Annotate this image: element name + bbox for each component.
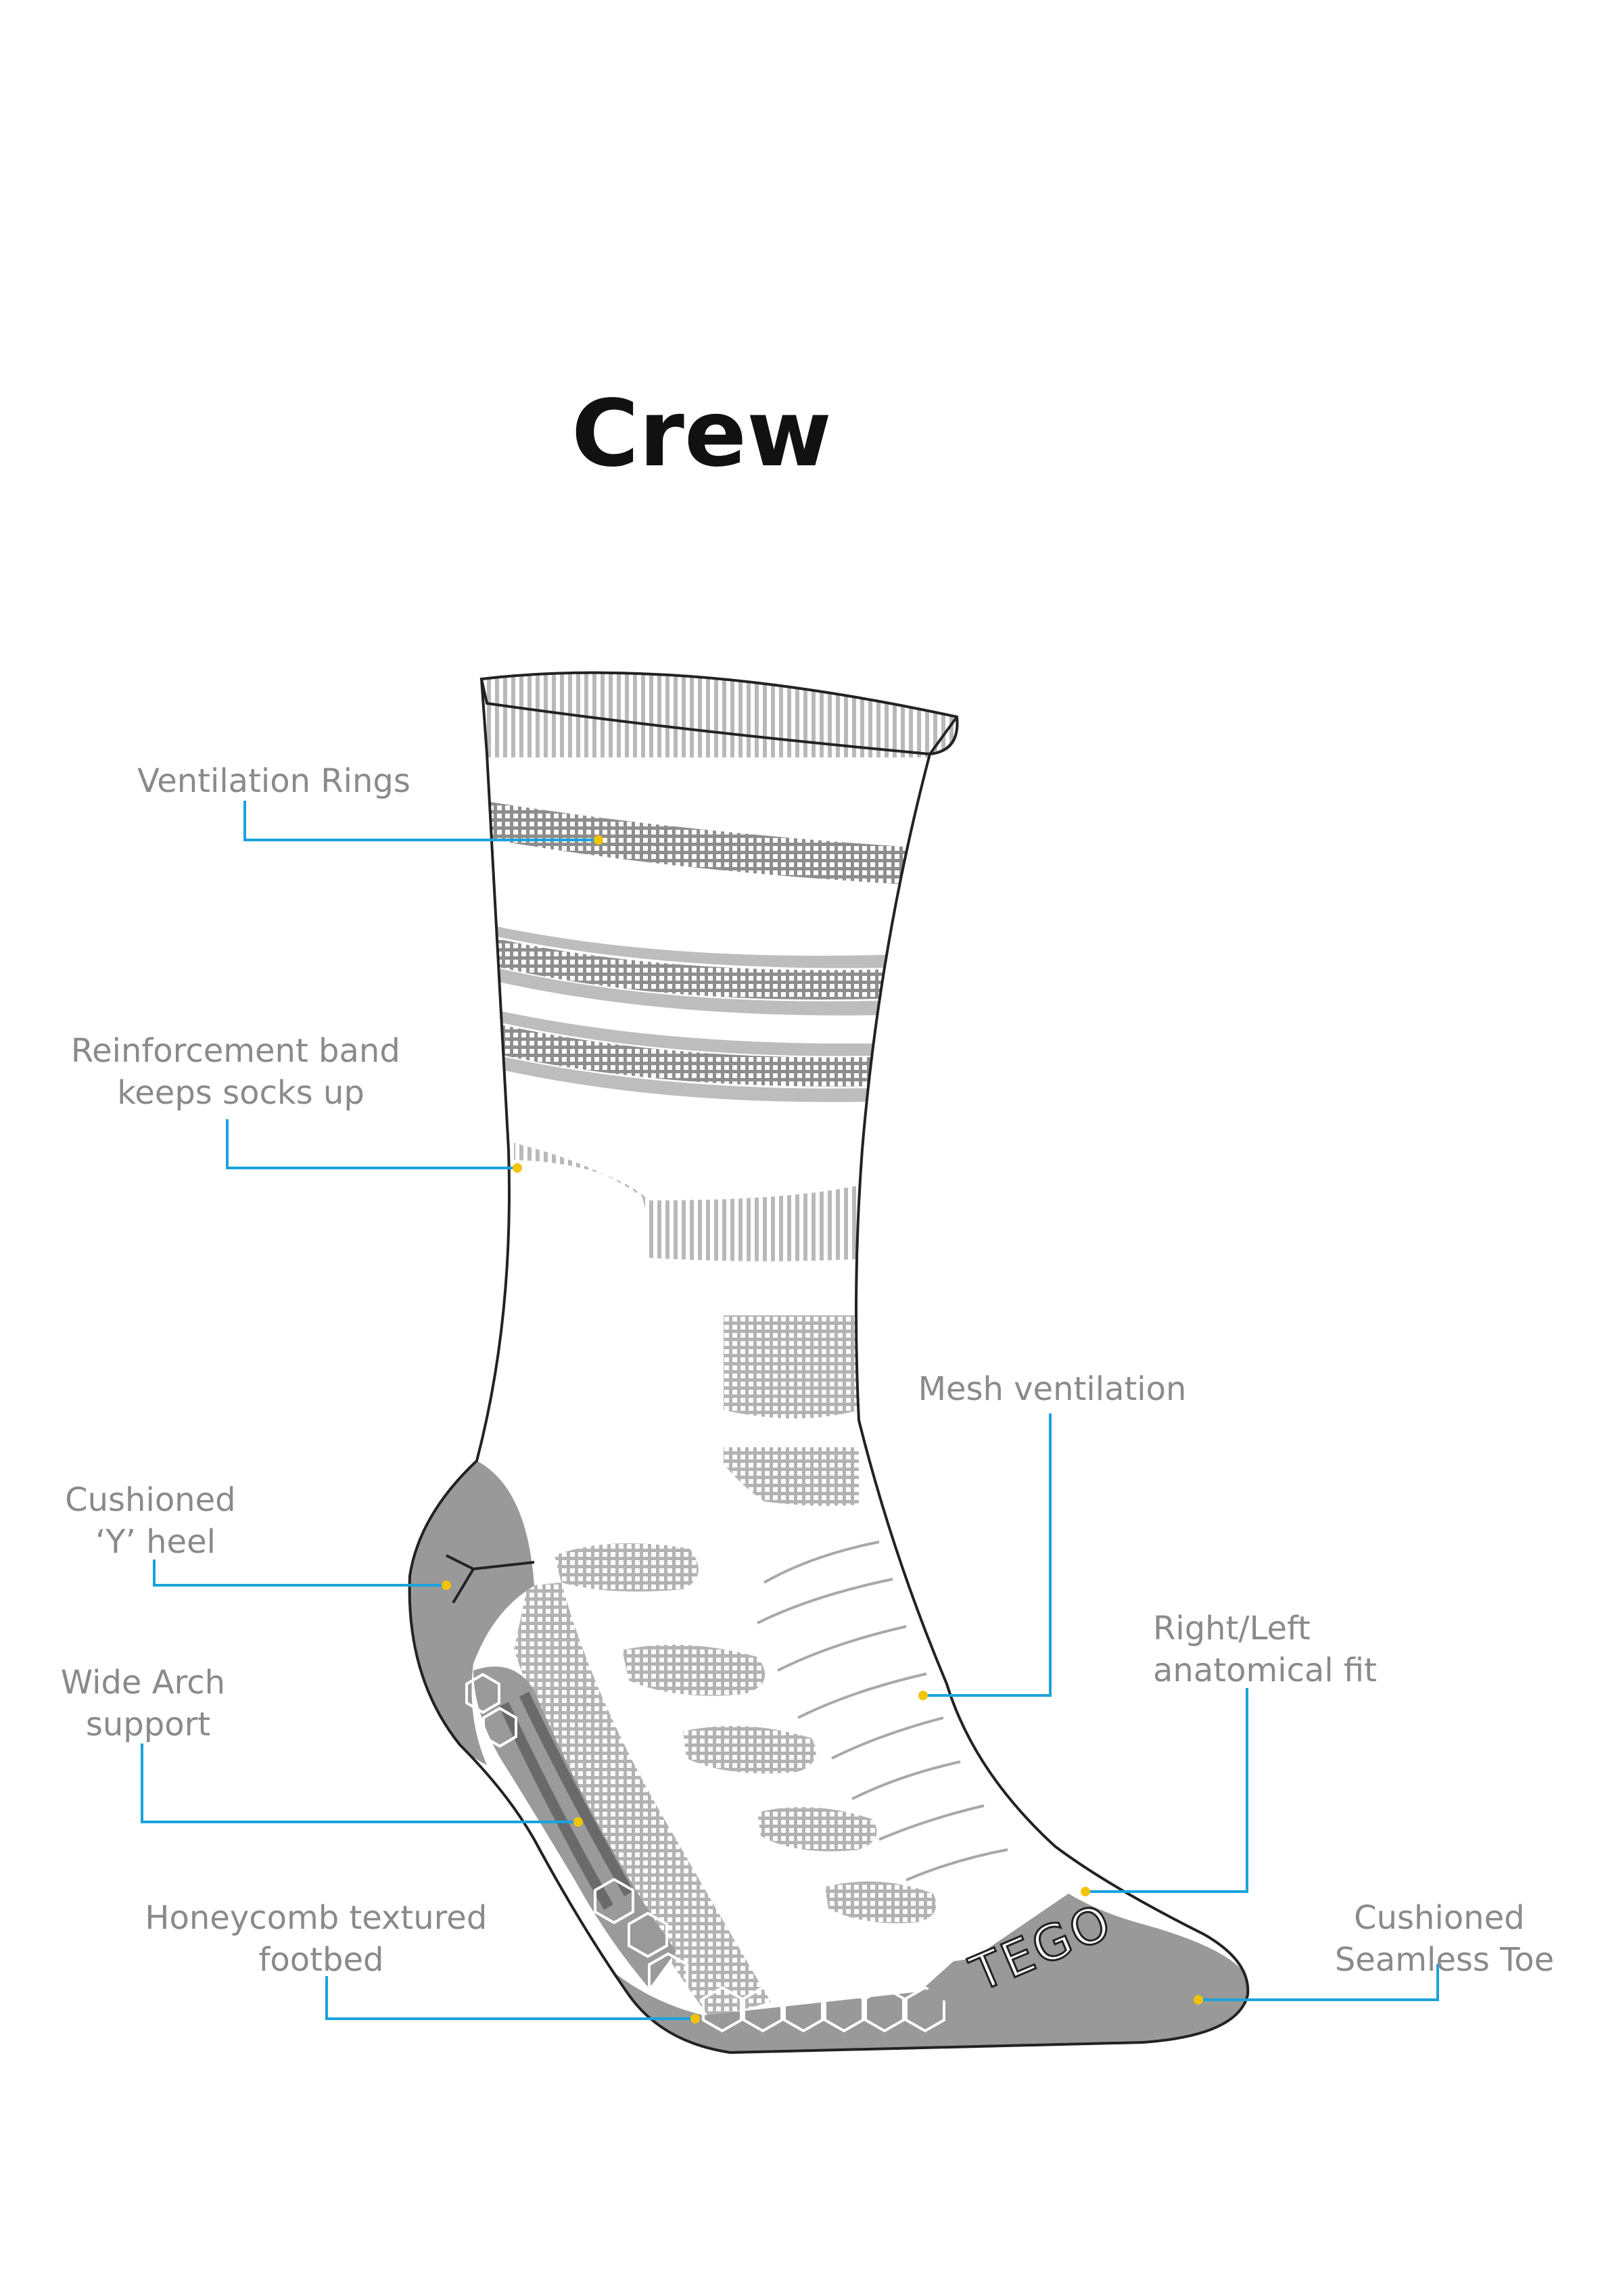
mesh-panel-2 [724, 1447, 859, 1506]
foot-mesh-4 [757, 1807, 877, 1852]
leader-seamless-toe [1198, 1964, 1439, 2001]
band-ring-2b [499, 968, 913, 1016]
label-ventilation-rings: Ventilation Rings [137, 762, 410, 800]
foot-mesh-1 [555, 1543, 699, 1592]
dot-right-left-fit [1081, 1887, 1090, 1896]
foot-mesh-3 [683, 1726, 816, 1774]
mesh-panel-1 [724, 1315, 859, 1419]
label-honeycomb: Honeycomb textured footbed [145, 1899, 497, 1979]
foot-mesh-5 [825, 1881, 937, 1923]
page-title: Crew [571, 381, 832, 488]
leader-y-heel [153, 1560, 446, 1587]
label-right-left-fit: Right/Left anatomical fit [1153, 1610, 1377, 1689]
dot-mesh-ventilation [918, 1691, 928, 1700]
leader-reinforcement-band [226, 1119, 517, 1169]
callout-labels: Ventilation Rings Reinforcement band kee… [61, 762, 1554, 1979]
leader-ventilation-rings [243, 801, 598, 841]
label-y-heel: Cushioned ‘Y’ heel [65, 1481, 246, 1561]
label-reinforcement-band: Reinforcement band keeps socks up [71, 1032, 410, 1112]
arch-mesh-zone [514, 1583, 771, 2019]
leader-honeycomb [325, 1976, 695, 2020]
sock-illustration: TEGO [408, 671, 1250, 2054]
cuff-top [479, 671, 959, 756]
honeycomb-pattern [465, 1672, 945, 2033]
reinforcement-band-ribbing-2 [646, 1184, 883, 1261]
callout-leaders [141, 801, 1439, 2023]
ventilation-ring-1 [487, 801, 933, 886]
ventilation-ring-2 [497, 939, 916, 1000]
label-seamless-toe: Cushioned Seamless Toe [1335, 1899, 1554, 1979]
toe-zone [920, 1894, 1248, 2049]
dot-reinforcement-band [513, 1163, 522, 1173]
anatomical-fit-lines [757, 1541, 1008, 1881]
band-ring-2 [497, 927, 920, 968]
y-heel-mark [446, 1554, 535, 1604]
foot-mesh-2 [622, 1645, 766, 1696]
leader-right-left-fit [1085, 1688, 1248, 1893]
leader-wide-arch [141, 1743, 578, 1823]
sock-outline [408, 678, 1250, 2054]
leader-mesh-ventilation [923, 1413, 1052, 1697]
band-ring-3b [502, 1056, 899, 1102]
band-ring-3 [500, 1011, 903, 1056]
label-mesh-ventilation: Mesh ventilation [918, 1370, 1187, 1408]
dot-seamless-toe [1194, 1995, 1203, 2005]
dot-honeycomb [690, 2014, 700, 2023]
arch-stripe-2 [519, 1691, 634, 1896]
dot-y-heel [442, 1580, 451, 1590]
dot-ventilation-rings [594, 835, 603, 845]
ventilation-ring-3 [500, 1025, 901, 1087]
dot-wide-arch [573, 1817, 583, 1827]
label-wide-arch: Wide Arch support [61, 1664, 236, 1743]
